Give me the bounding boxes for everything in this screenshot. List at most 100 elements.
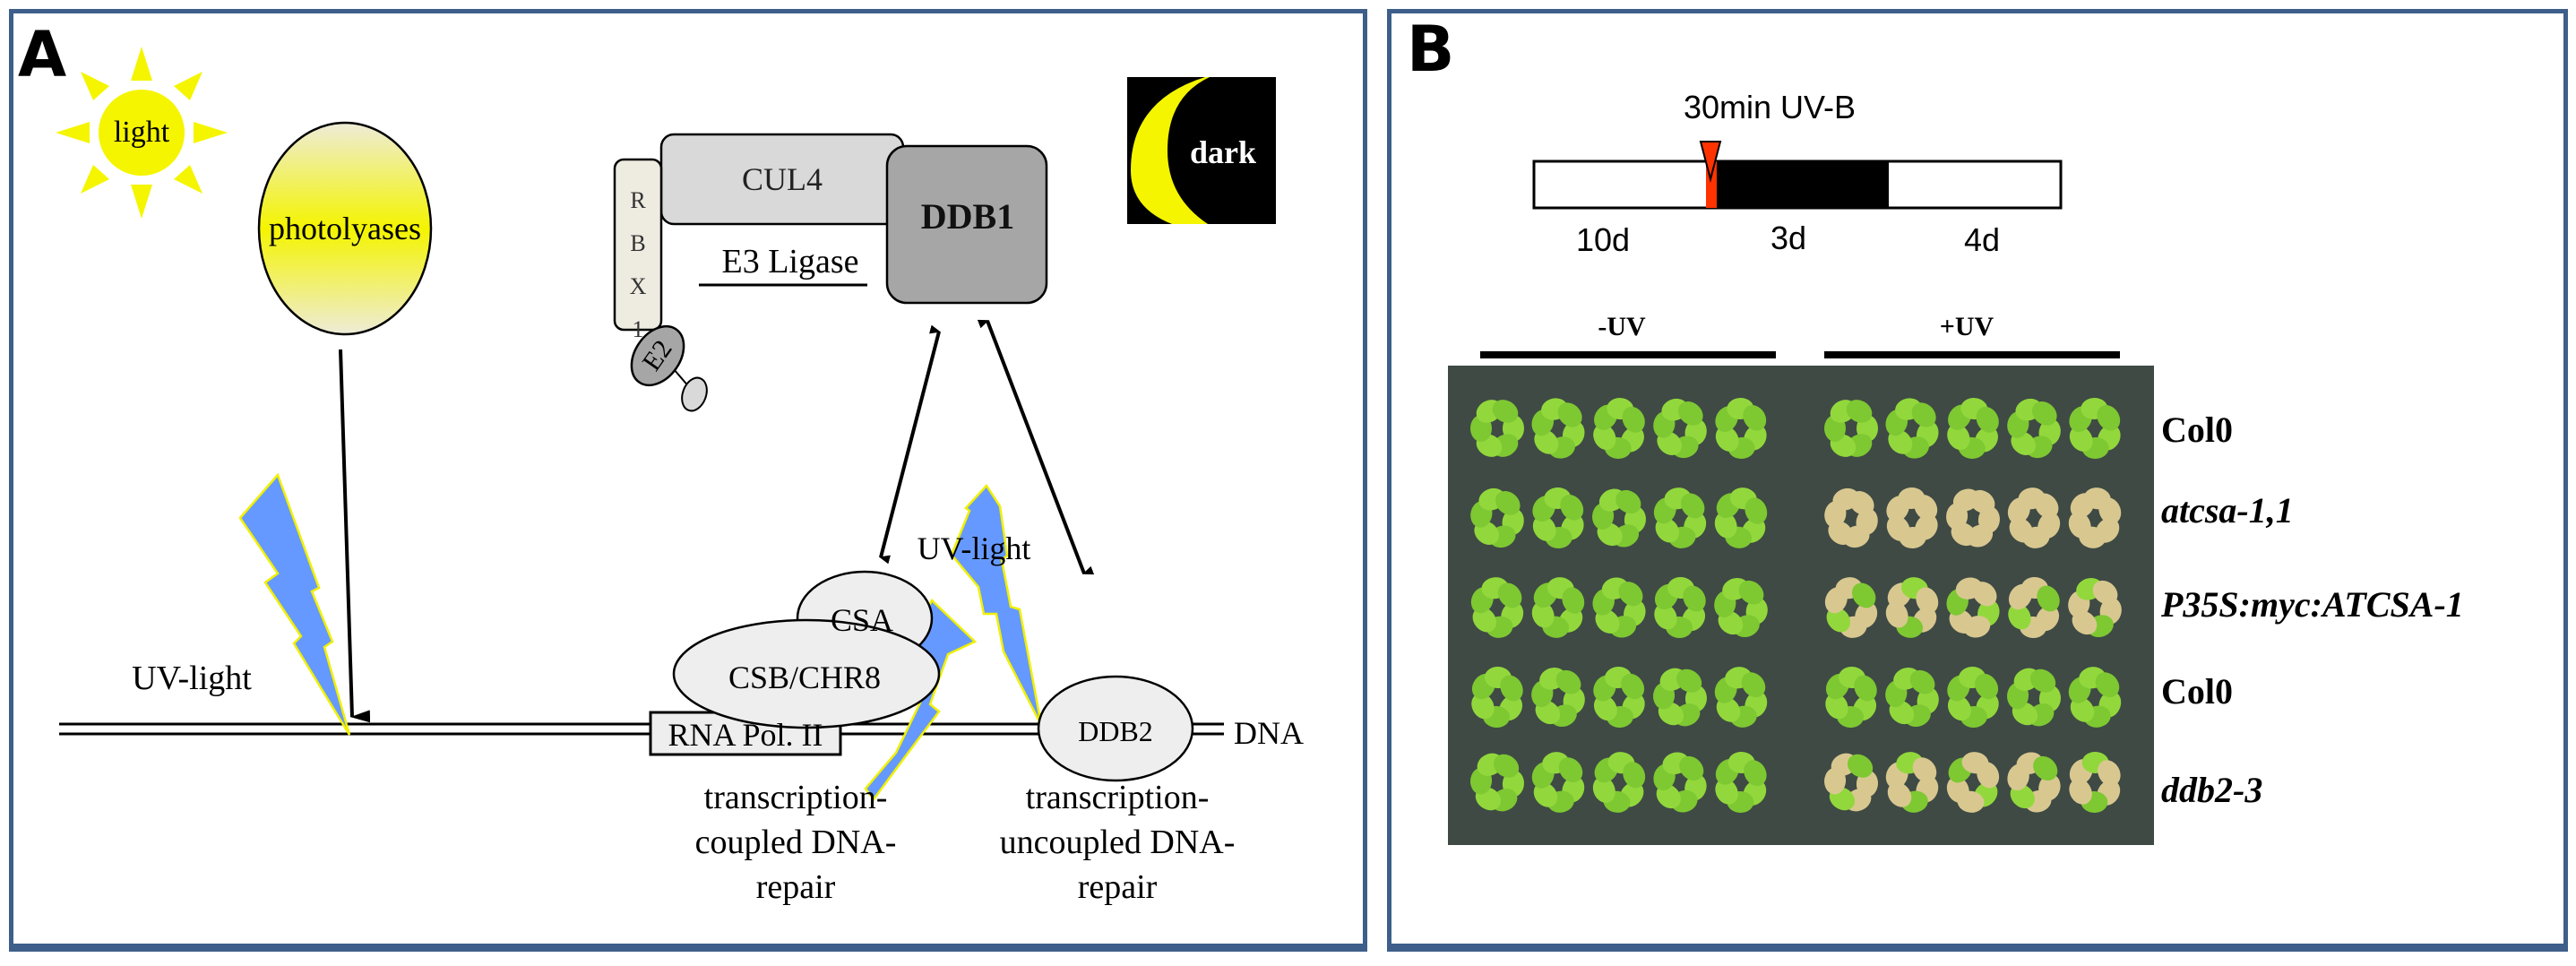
tc-repair-line: transcription- <box>703 779 888 816</box>
seedling <box>2068 577 2122 638</box>
seedling <box>1653 752 1707 813</box>
genotype-label: atcsa-1,1 <box>2161 490 2294 530</box>
csb-chr8-ellipse <box>672 618 941 729</box>
seedling <box>1714 577 1768 638</box>
e3-ligase-label: E3 Ligase <box>721 243 859 280</box>
timeline-label-3d: 3d <box>1770 220 1807 256</box>
seedling <box>1885 398 1939 459</box>
sun-icon <box>56 47 228 219</box>
seedling <box>1886 487 1938 548</box>
seedling <box>1946 577 2000 638</box>
uv-lightning-left-icon <box>238 472 351 736</box>
seedling <box>2069 752 2121 813</box>
timeline-label-10d: 10d <box>1575 221 1631 258</box>
seedling <box>1653 668 1707 727</box>
uv-lightning-right-2-icon <box>950 483 1043 726</box>
seedling <box>1947 667 1999 728</box>
seedling <box>2068 667 2122 728</box>
tu-repair-line: uncoupled DNA- <box>999 824 1236 861</box>
seedling <box>1947 398 1999 459</box>
seedling <box>1471 667 1523 728</box>
seedling <box>2007 668 2061 727</box>
photolyases-arrow <box>339 349 371 723</box>
csa-label: CSA <box>830 602 894 638</box>
uv-light-right-label: UV-light <box>917 530 1031 566</box>
rbx1-letter: X <box>629 273 647 299</box>
dna-strand <box>59 722 1223 736</box>
rbx1-label: R B X 1 <box>627 179 649 351</box>
tu-repair-line: transcription- <box>1025 779 1210 816</box>
rbx1-letter: B <box>630 230 646 256</box>
seedling <box>1593 398 1645 459</box>
seedling <box>1531 577 1585 638</box>
rbx1-box <box>613 158 663 332</box>
seedling <box>2007 398 2061 459</box>
seedling <box>1824 487 1878 548</box>
timeline-segment-dark <box>1713 161 1889 208</box>
seedling <box>1824 577 1878 638</box>
seedling <box>1592 577 1646 638</box>
ddb1-box <box>885 144 1048 305</box>
cul4-label: CUL4 <box>742 161 823 197</box>
tu-repair-label: transcription- uncoupled DNA- repair <box>1000 775 1236 910</box>
seedling <box>1470 487 1524 548</box>
dark-moon-icon <box>1127 77 1276 224</box>
ddb2-ellipse <box>1037 675 1194 782</box>
seedling <box>1654 577 1706 638</box>
seedling <box>1885 752 1939 813</box>
seedling <box>2069 398 2121 459</box>
seedling <box>1885 577 1939 638</box>
genotype-label: ddb2-3 <box>2161 770 2263 810</box>
seedling <box>1715 752 1767 813</box>
seedling <box>1885 667 1939 728</box>
seedling <box>1470 400 1524 457</box>
panel-b-letter: B <box>1407 13 1455 86</box>
rbx1-letter: 1 <box>632 316 644 342</box>
seedling <box>1532 487 1584 548</box>
genotype-label: Col0 <box>2161 671 2233 712</box>
seedling <box>2007 487 2061 548</box>
seedling <box>1531 398 1585 459</box>
rna-pol-ii-label: RNA Pol. II <box>668 717 823 753</box>
seedling <box>1824 753 1878 812</box>
seedling <box>1470 753 1524 812</box>
csb-chr8-label: CSB/CHR8 <box>728 660 882 695</box>
sun-label: light <box>113 116 170 149</box>
timeline-label-4d: 4d <box>1963 221 2001 258</box>
seedling-photo <box>1448 366 2154 845</box>
seedling <box>1825 667 1877 728</box>
dna-label: DNA <box>1234 715 1304 751</box>
seedling <box>1714 487 1768 548</box>
uv-light-left-label: UV-light <box>132 660 252 697</box>
ddb1-label: DDB1 <box>920 196 1015 237</box>
seedling <box>1593 667 1645 728</box>
uv-marker-icon <box>1699 141 1722 183</box>
photolyases-ellipse <box>257 121 433 336</box>
tc-repair-line: repair <box>755 868 836 906</box>
seedling <box>1946 488 2000 548</box>
e2-ellipse <box>630 324 708 412</box>
dark-label: dark <box>1189 134 1257 170</box>
ddb1-csa-arrow <box>879 324 941 565</box>
seedling <box>1946 752 2000 813</box>
minus-uv-bar <box>1480 351 1776 358</box>
genotype-label: P35S:myc:ATCSA-1 <box>2161 584 2464 625</box>
seedling <box>1653 487 1707 548</box>
seedling <box>1653 398 1707 459</box>
seedling <box>2068 487 2122 548</box>
tu-repair-line: repair <box>1077 868 1158 906</box>
seedling <box>1531 667 1585 728</box>
seedling <box>1592 488 1646 548</box>
photolyases-label: photolyases <box>269 211 421 246</box>
genotype-label: Col0 <box>2161 410 2233 450</box>
seedling <box>1714 667 1768 728</box>
ddb2-label: DDB2 <box>1078 715 1153 747</box>
seedling <box>1531 752 1585 813</box>
treatment-label: 30min UV-B <box>1683 89 1857 125</box>
tc-repair-label: transcription- coupled DNA- repair <box>695 775 897 910</box>
seedling <box>2007 752 2061 813</box>
seedling <box>1592 752 1646 813</box>
seedling <box>2008 577 2060 638</box>
